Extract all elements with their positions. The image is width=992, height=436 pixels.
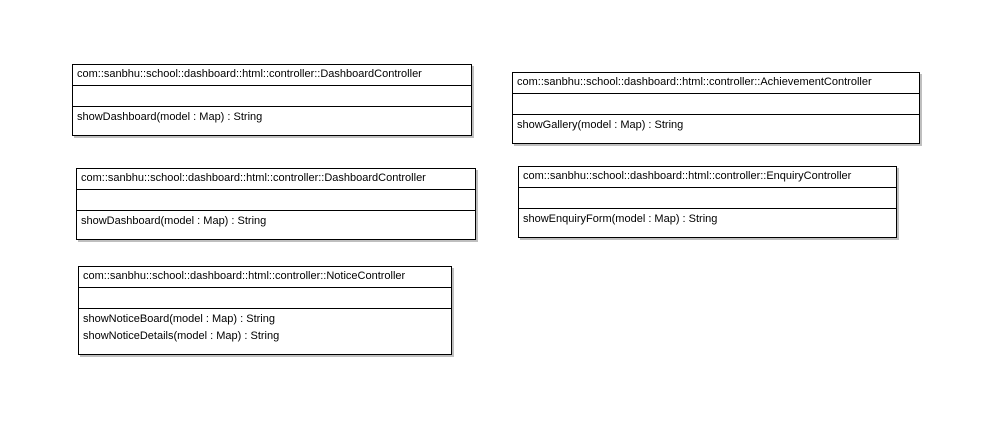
class-name: com::sanbhu::school::dashboard::html::co… (73, 65, 471, 86)
class-box-dashboard-controller-2[interactable]: com::sanbhu::school::dashboard::html::co… (76, 168, 476, 240)
operation: showDashboard(model : Map) : String (81, 215, 267, 227)
operations-compartment: showEnquiryForm(model : Map) : String (519, 209, 896, 230)
operation: showNoticeBoard(model : Map) : String (83, 313, 275, 325)
class-box-notice-controller[interactable]: com::sanbhu::school::dashboard::html::co… (78, 266, 452, 355)
operation: showDashboard(model : Map) : String (77, 111, 263, 123)
attributes-compartment (513, 94, 919, 115)
class-name: com::sanbhu::school::dashboard::html::co… (77, 169, 475, 190)
attributes-compartment (79, 288, 451, 309)
attributes-compartment (77, 190, 475, 211)
attributes-compartment (519, 188, 896, 209)
operation: showNoticeDetails(model : Map) : String (83, 330, 280, 342)
operation: showEnquiryForm(model : Map) : String (523, 213, 718, 225)
operations-compartment: showDashboard(model : Map) : String (73, 107, 471, 128)
operation: showGallery(model : Map) : String (517, 119, 684, 131)
operations-compartment: showDashboard(model : Map) : String (77, 211, 475, 232)
class-box-dashboard-controller[interactable]: com::sanbhu::school::dashboard::html::co… (72, 64, 472, 136)
class-box-enquiry-controller[interactable]: com::sanbhu::school::dashboard::html::co… (518, 166, 897, 238)
class-name: com::sanbhu::school::dashboard::html::co… (79, 267, 451, 288)
class-name: com::sanbhu::school::dashboard::html::co… (513, 73, 919, 94)
class-box-achievement-controller[interactable]: com::sanbhu::school::dashboard::html::co… (512, 72, 920, 144)
attributes-compartment (73, 86, 471, 107)
operations-compartment: showNoticeBoard(model : Map) : String sh… (79, 309, 451, 347)
operations-compartment: showGallery(model : Map) : String (513, 115, 919, 136)
class-name: com::sanbhu::school::dashboard::html::co… (519, 167, 896, 188)
